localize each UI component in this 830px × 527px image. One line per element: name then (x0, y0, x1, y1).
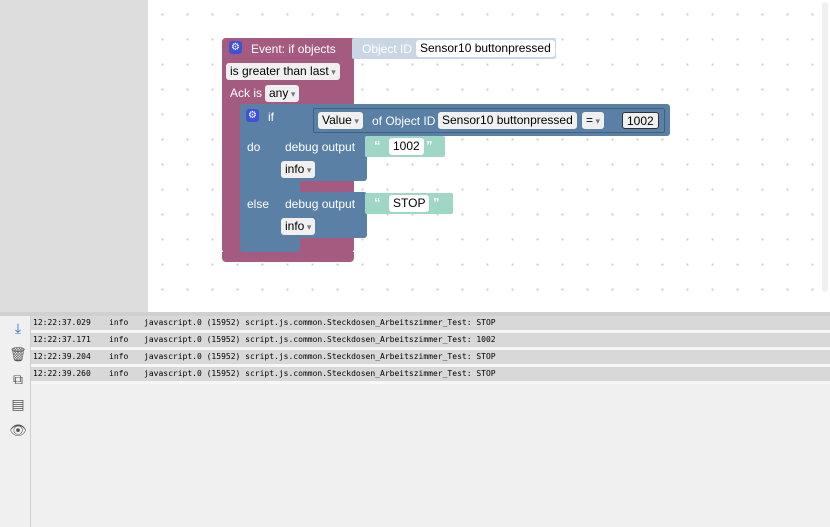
event-header-ext[interactable] (222, 38, 356, 60)
toolbox-panel (0, 0, 148, 312)
level-dropdown-else[interactable]: info (281, 218, 316, 235)
table-icon[interactable]: ▤ (11, 396, 25, 412)
if-label: if (268, 110, 274, 124)
log-time: 12:22:37.171 (31, 333, 105, 347)
log-time: 12:22:39.260 (31, 367, 105, 381)
log-list: 12:22:37.029 info javascript.0 (15952) s… (31, 316, 830, 384)
text-field-else[interactable]: STOP (389, 195, 430, 212)
eye-off-icon[interactable]: 👁 (9, 422, 27, 438)
number-field[interactable]: 1002 (622, 112, 659, 129)
attribute-dropdown[interactable]: Value (318, 112, 363, 129)
workspace-scrollbar[interactable] (822, 2, 828, 292)
log-row: 12:22:37.171 info javascript.0 (15952) s… (31, 333, 830, 350)
log-time: 12:22:37.029 (31, 316, 105, 330)
if-gear-icon[interactable]: ⚙ (246, 109, 259, 122)
copy-icon[interactable]: ⧉ (13, 371, 23, 387)
log-message: javascript.0 (15952) script.js.common.St… (142, 316, 830, 330)
operator-dropdown[interactable]: = (582, 112, 605, 129)
do-label: do (247, 140, 261, 154)
log-message: javascript.0 (15952) script.js.common.St… (142, 333, 830, 347)
text-field-do[interactable]: 1002 (389, 138, 424, 155)
event-block-bottom (222, 252, 354, 262)
log-time: 12:22:39.204 (31, 350, 105, 364)
object-id-label: Object ID (362, 42, 413, 56)
if-do-slot (270, 136, 276, 181)
panel-divider[interactable] (0, 312, 830, 316)
quote-open-icon: “ (374, 195, 381, 210)
scroll-bottom-icon[interactable]: ⤓ (14, 320, 22, 336)
log-level: info (107, 316, 140, 330)
log-level: info (107, 367, 140, 381)
trash-icon[interactable]: 🗑 (9, 346, 27, 362)
quote-open-icon: “ (374, 138, 381, 153)
log-message: javascript.0 (15952) script.js.common.St… (142, 367, 830, 381)
event-label: Event: if objects (251, 42, 336, 56)
ack-label: Ack is (230, 86, 263, 100)
compare-object-field[interactable]: Sensor10 buttonpressed (438, 112, 577, 129)
level-dropdown-do[interactable]: info (281, 161, 316, 178)
object-id-field[interactable]: Sensor10 buttonpressed (416, 40, 555, 57)
ack-dropdown[interactable]: any (265, 85, 300, 102)
log-panel: ⤓ 🗑 ⧉ ▤ 👁 12:22:37.029 info javascript.0… (0, 316, 830, 527)
gear-icon[interactable]: ⚙ (229, 41, 242, 54)
log-row: 12:22:39.204 info javascript.0 (15952) s… (31, 350, 830, 367)
log-toolbar: ⤓ 🗑 ⧉ ▤ 👁 (4, 316, 31, 527)
debug-label-else: debug output (285, 197, 356, 211)
log-level: info (107, 350, 140, 364)
condition-dropdown[interactable]: is greater than last (226, 63, 340, 80)
quote-close-icon: ” (426, 138, 433, 153)
log-row: 12:22:39.260 info javascript.0 (15952) s… (31, 367, 830, 384)
if-block-bottom (240, 238, 300, 250)
log-level: info (107, 333, 140, 347)
log-message: javascript.0 (15952) script.js.common.St… (142, 350, 830, 364)
log-row: 12:22:37.029 info javascript.0 (15952) s… (31, 316, 830, 333)
else-label: else (247, 197, 270, 211)
debug-label-do: debug output (285, 140, 356, 154)
quote-close-icon: ” (433, 195, 440, 210)
of-object-label: of Object ID (372, 114, 436, 128)
